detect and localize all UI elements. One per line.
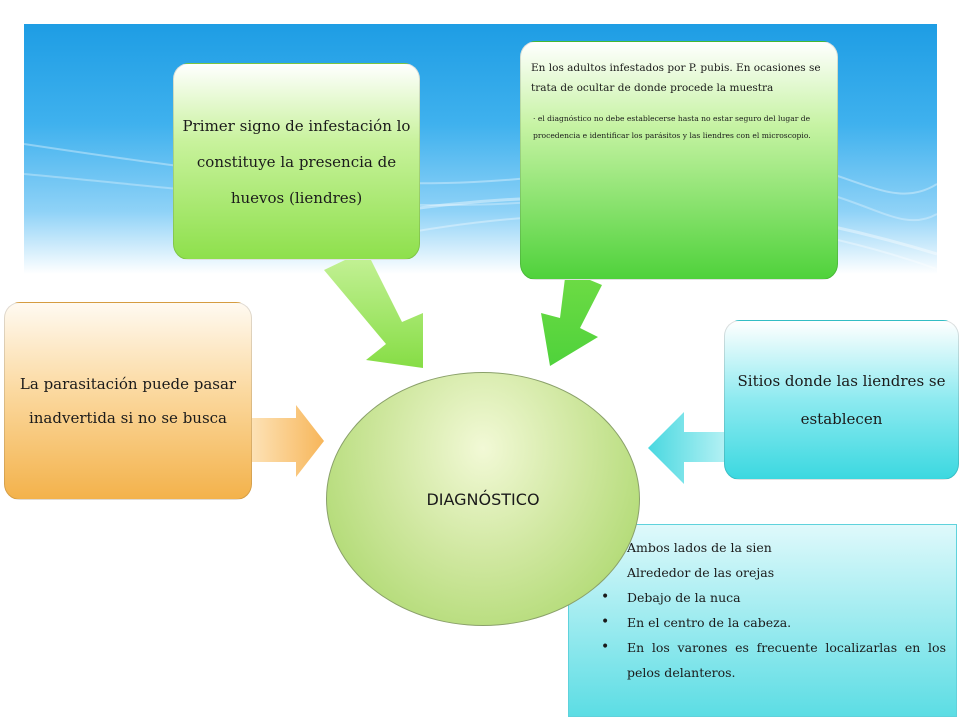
list-item: Ambos lados de la sien: [601, 535, 946, 560]
list-item: En el centro de la cabeza.: [601, 610, 946, 635]
note-sites-text: Sitios donde las liendres se establecen: [737, 372, 946, 428]
sites-list-box: Ambos lados de la sien Alrededor de las …: [568, 524, 957, 717]
note-diagnosis-text: · el diagnóstico no debe establecerse ha…: [533, 114, 811, 140]
arrow-top: [324, 250, 423, 368]
arrow-top-right: [541, 270, 602, 366]
sites-list: Ambos lados de la sien Alrededor de las …: [601, 525, 956, 685]
note-adults-text: En los adultos infestados por P. pubis. …: [531, 62, 821, 94]
note-adults: En los adultos infestados por P. pubis. …: [520, 41, 838, 280]
list-item: En los varones es frecuente localizarlas…: [601, 635, 946, 685]
note-not-noticed: La parasitación puede pasar inadvertida …: [4, 302, 252, 500]
note-first-sign-text: Primer signo de infestación lo constituy…: [182, 116, 411, 207]
center-node: DIAGNÓSTICO: [326, 372, 640, 626]
arrow-right: [648, 412, 726, 484]
center-label: DIAGNÓSTICO: [426, 489, 540, 509]
list-item: Alrededor de las orejas: [601, 560, 946, 585]
note-first-sign: Primer signo de infestación lo constituy…: [173, 63, 420, 260]
note-sites: Sitios donde las liendres se establecen: [724, 320, 959, 480]
note-not-noticed-text: La parasitación puede pasar inadvertida …: [19, 375, 237, 427]
arrow-left: [250, 405, 324, 477]
list-item: Debajo de la nuca: [601, 585, 946, 610]
